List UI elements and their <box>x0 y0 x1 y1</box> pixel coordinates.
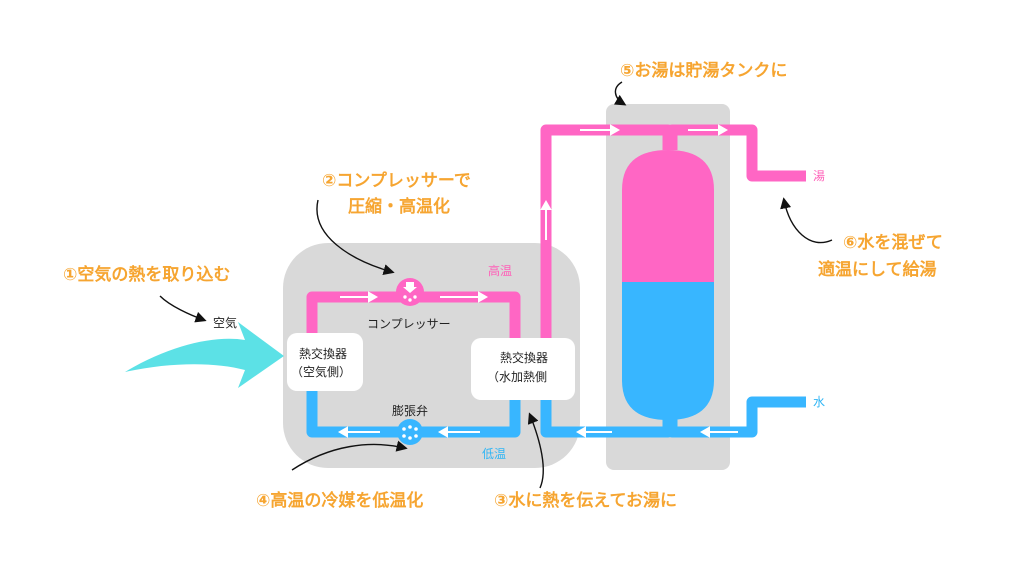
flow-arrows <box>337 124 738 438</box>
heat-exchanger-water-box <box>471 338 575 400</box>
pointer-arrows <box>159 81 833 489</box>
step-6-caption-line1: ⑥水を混ぜて <box>843 232 943 253</box>
hot-water-label: 湯 <box>813 169 825 183</box>
step-4-caption: ④高温の冷媒を低温化 <box>256 490 423 511</box>
step-6-caption-line2: 適温にして給湯 <box>818 259 937 280</box>
hx-water-label-line1: 熱交換器 <box>500 350 548 365</box>
expansion-valve-icon <box>397 419 423 445</box>
low-temp-label: 低温 <box>482 447 506 461</box>
hx-air-label-line1: 熱交換器 <box>299 346 347 361</box>
step-5-caption: ⑤お湯は貯湯タンクに <box>620 60 787 81</box>
air-intake-arrow <box>125 322 284 388</box>
storage-tank <box>622 150 714 420</box>
step-2-caption-line2: 圧縮・高温化 <box>348 196 450 217</box>
heat-exchanger-air-box <box>287 333 363 391</box>
high-temp-label: 高温 <box>488 263 512 278</box>
step-1-caption: ①空気の熱を取り込む <box>63 264 230 285</box>
hx-air-label-line2: （空気側） <box>291 364 351 379</box>
hx-water-label-line2: （水加熱側 <box>487 370 547 384</box>
step-2-caption-line1: ②コンプレッサーで <box>322 170 471 191</box>
step-3-caption: ③水に熱を伝えてお湯に <box>494 490 677 511</box>
compressor-icon <box>396 278 424 306</box>
compressor-label: コンプレッサー <box>367 317 451 331</box>
air-label: 空気 <box>213 315 237 330</box>
water-label: 水 <box>813 395 825 409</box>
expansion-valve-label: 膨張弁 <box>392 403 428 418</box>
